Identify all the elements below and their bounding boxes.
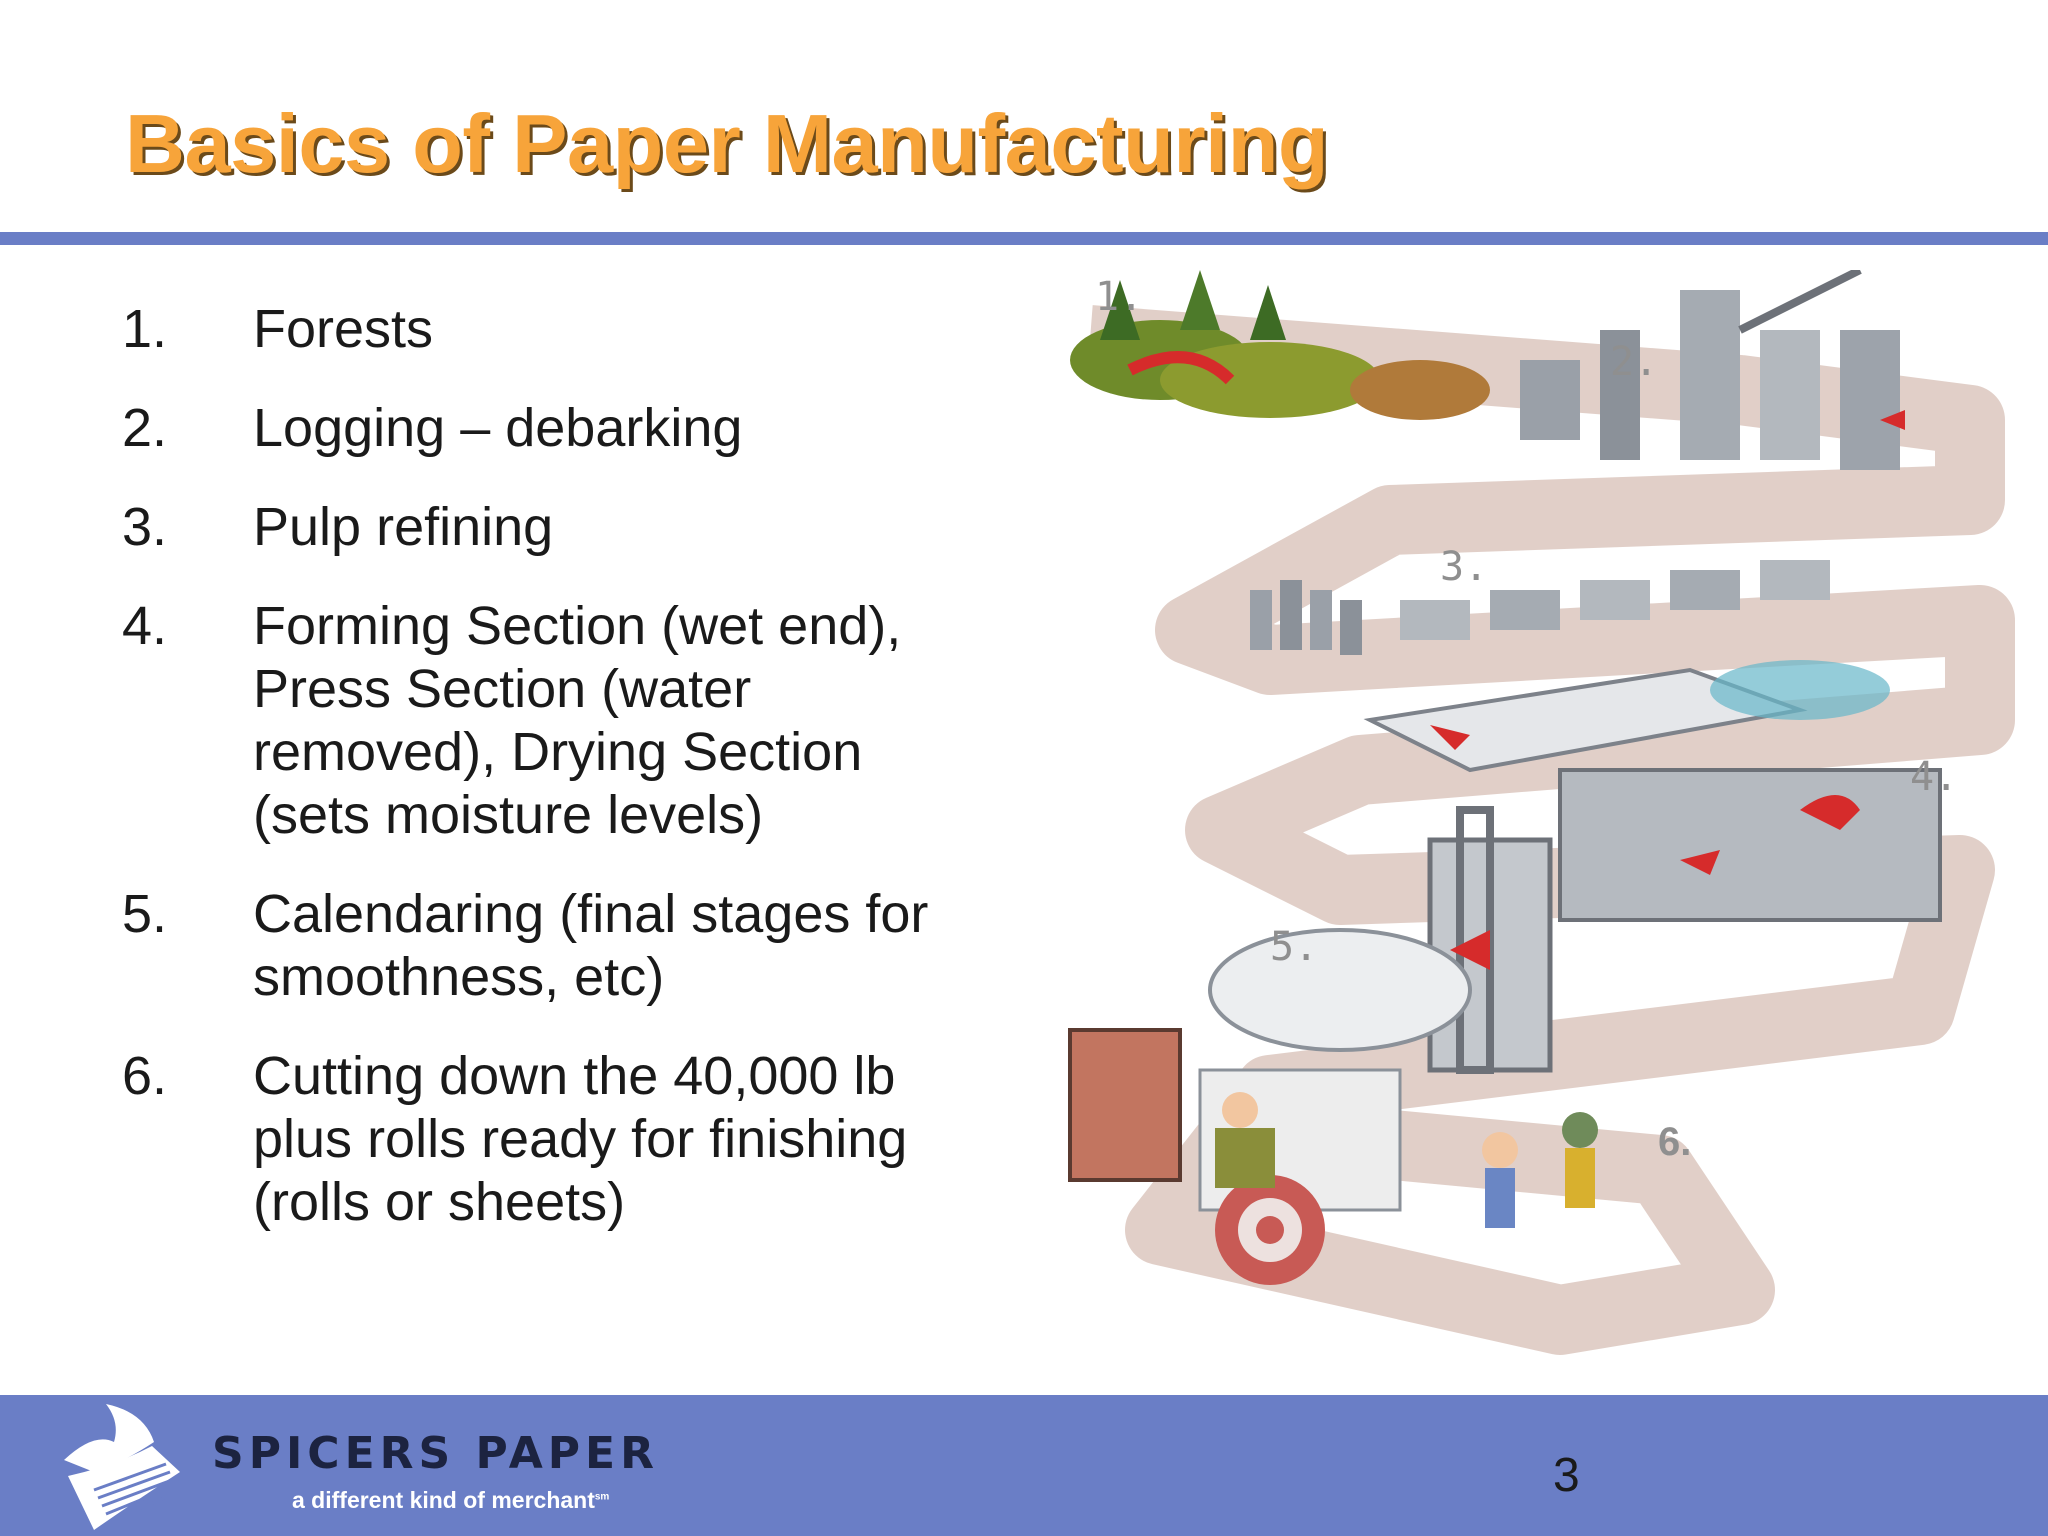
process-steps-list: 1. Forests 2. Logging – debarking 3. Pul… (122, 298, 962, 1270)
footer-bar (0, 1395, 2048, 1536)
step-text: Logging – debarking (253, 398, 743, 458)
pulp-refining-illustration (1250, 560, 1830, 655)
list-item: 2. Logging – debarking (122, 397, 962, 460)
step-text: Forests (253, 299, 434, 359)
list-item: 4. Forming Section (wet end), Press Sect… (122, 595, 962, 847)
step-number: 1. (122, 299, 168, 359)
brand-name: SPICERS PAPER (212, 1428, 659, 1479)
stage-label: 4. (1910, 754, 1958, 800)
list-item: 3. Pulp refining (122, 496, 962, 559)
step-number: 3. (122, 497, 168, 557)
step-number: 2. (122, 398, 168, 458)
slide-title: Basics of Paper Manufacturing (125, 97, 1329, 190)
step-number: 4. (122, 596, 168, 656)
stage-label: 2. (1610, 339, 1658, 385)
list-item: 1. Forests (122, 298, 962, 361)
finishing-illustration (1068, 1028, 1598, 1285)
spicers-paper-logo-icon (64, 1404, 180, 1530)
step-text: Cutting down the 40,000 lb plus rolls re… (253, 1046, 908, 1232)
step-text: Forming Section (wet end), Press Section… (253, 596, 902, 845)
tagline-text: a different kind of merchant (292, 1487, 595, 1513)
step-text: Pulp refining (253, 497, 554, 557)
stage-label: 1. (1095, 274, 1143, 320)
title-divider (0, 232, 2048, 245)
stage-label: 3. (1440, 544, 1488, 590)
forest-illustration (1070, 270, 1490, 420)
list-item: 6. Cutting down the 40,000 lb plus rolls… (122, 1045, 962, 1234)
step-number: 6. (122, 1046, 168, 1106)
debarking-plant-illustration (1520, 270, 1905, 470)
service-mark: sm (594, 1491, 610, 1503)
paper-process-illustration: 1. 2. 3. 4. 5. 6. (1068, 270, 2015, 1355)
process-path (1087, 305, 2015, 1355)
list-item: 5. Calendaring (final stages for smoothn… (122, 883, 962, 1009)
step-text: Calendaring (final stages for smoothness… (253, 884, 929, 1007)
stage-label: 5. (1270, 924, 1318, 970)
stage-label: 6. (1658, 1120, 1691, 1164)
calendaring-illustration (1208, 806, 1553, 1074)
step-number: 5. (122, 884, 168, 944)
page-number: 3 (1553, 1449, 1580, 1502)
brand-tagline: a different kind of merchantsm (292, 1487, 609, 1514)
forming-press-drying-illustration (1363, 660, 1942, 922)
